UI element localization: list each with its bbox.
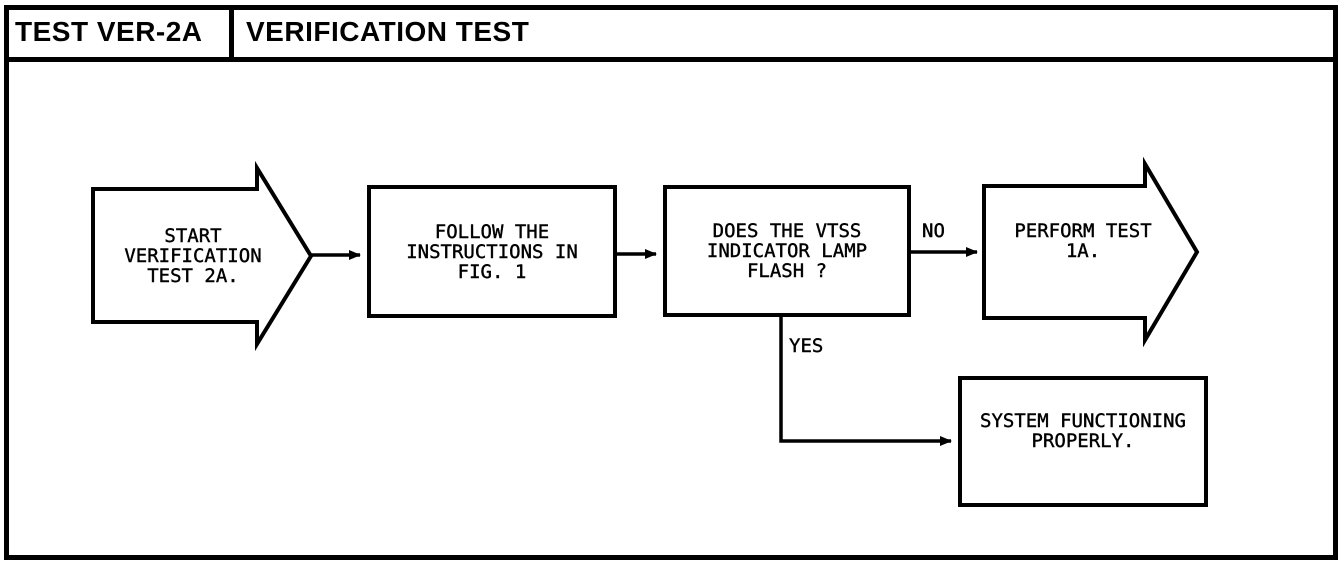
start-arrow-label: START VERIFICATION TEST 2A. [124,224,262,287]
page-frame [4,5,1338,560]
decision-box-lamp-flash: DOES THE VTSS INDICATOR LAMP FLASH ? [663,185,911,317]
no-branch-label: NO [922,220,945,242]
process-box-follow-instructions: FOLLOW THE INSTRUCTIONS IN FIG. 1 [367,185,617,318]
yes-branch-label: YES [789,335,824,357]
process-box-label: FOLLOW THE INSTRUCTIONS IN FIG. 1 [406,220,578,283]
connector-yes-branch [779,316,952,446]
start-arrow-shape [91,160,314,352]
header-cell-divider [229,8,234,57]
header-bottom-rule [4,57,1338,62]
exit-arrow-label: PERFORM TEST 1A. [1014,220,1152,262]
decision-box-label: DOES THE VTSS INDICATOR LAMP FLASH ? [706,220,868,282]
result-box-system-functioning: SYSTEM FUNCTIONING PROPERLY. [958,376,1208,507]
exit-arrow-shape [982,156,1200,348]
page-title: VERIFICATION TEST [246,16,530,47]
test-id-label: TEST VER-2A [15,16,203,47]
result-box-label: SYSTEM FUNCTIONING PROPERLY. [980,409,1186,452]
